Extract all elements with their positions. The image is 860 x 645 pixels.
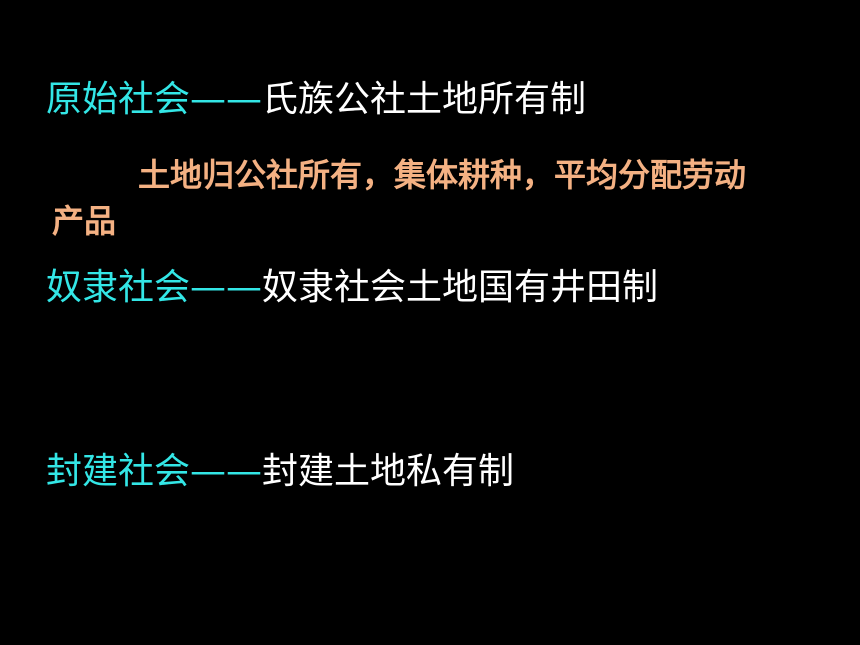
primitive-society-term: 原始社会—— [46, 79, 263, 120]
row-primitive-society: 原始社会——氏族公社土地所有制 [46, 78, 586, 122]
row-slave-society: 奴隶社会——奴隶社会土地国有井田制 [46, 266, 658, 310]
primitive-society-desc: 氏族公社土地所有制 [262, 79, 587, 120]
feudal-society-desc: 封建土地私有制 [262, 451, 515, 492]
slave-society-term: 奴隶社会—— [46, 267, 263, 308]
row-feudal-society: 封建社会——封建土地私有制 [46, 450, 514, 494]
slave-society-desc: 奴隶社会土地国有井田制 [262, 267, 659, 308]
feudal-society-term: 封建社会—— [46, 451, 263, 492]
primitive-society-note: 土地归公社所有，集体耕种，平均分配劳动产品 [52, 156, 747, 240]
